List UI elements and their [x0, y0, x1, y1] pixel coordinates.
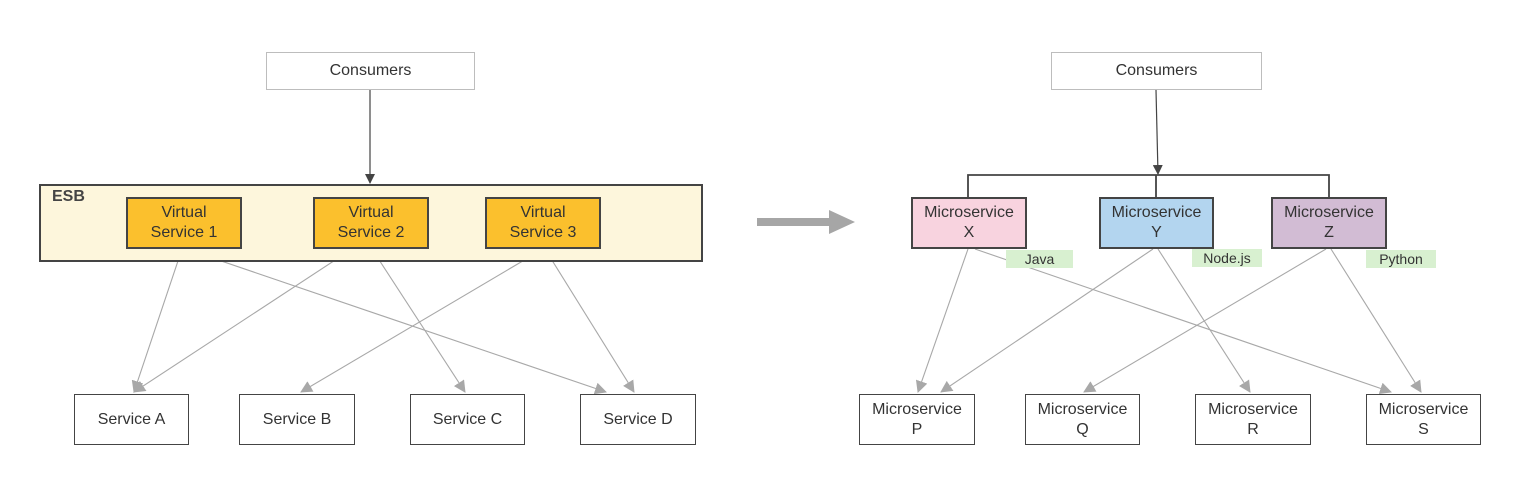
microservice-p-box: Microservice P	[859, 394, 975, 445]
service-b-label: Service B	[262, 410, 332, 428]
virtual-service-1-label: Virtual Service 1	[150, 204, 218, 241]
microservice-s-box: Microservice S	[1366, 394, 1481, 445]
service-c-label: Service C	[432, 410, 503, 428]
microservice-x-label: Microservice X	[924, 204, 1014, 241]
tag-java: Java	[1006, 250, 1073, 268]
microservice-y-label: Microservice Y	[1111, 204, 1202, 241]
z-to-s-arrow	[1330, 248, 1422, 393]
service-d-box: Service D	[580, 394, 696, 445]
left-consumers-box: Consumers	[266, 52, 475, 90]
virtual-service-2: Virtual Service 2	[313, 197, 429, 249]
vs1-to-service-a-arrow	[131, 248, 183, 393]
vs2-to-service-a-arrow	[133, 248, 353, 393]
tag-nodejs: Node.js	[1192, 249, 1262, 267]
x-to-s-arrow	[974, 248, 1392, 395]
right-consumers-label: Consumers	[1115, 62, 1198, 79]
x-to-p-arrow	[915, 248, 969, 393]
microservice-q-box: Microservice Q	[1025, 394, 1140, 445]
microservice-r-box: Microservice R	[1195, 394, 1311, 445]
transition-arrow-icon	[757, 210, 855, 234]
esb-label: ESB	[52, 188, 85, 205]
virtual-service-3: Virtual Service 3	[485, 197, 601, 249]
tag-python: Python	[1366, 250, 1436, 268]
virtual-service-3-label: Virtual Service 3	[509, 204, 577, 241]
service-b-box: Service B	[239, 394, 355, 445]
microservice-s-label: Microservice S	[1378, 400, 1469, 438]
right-consumers-box: Consumers	[1051, 52, 1262, 90]
microservice-q-label: Microservice Q	[1037, 400, 1128, 438]
microservice-bracket	[967, 174, 1330, 197]
microservice-y-box: Microservice Y	[1099, 197, 1214, 249]
service-a-label: Service A	[97, 410, 166, 428]
right-consumers-to-bus-arrow	[1152, 89, 1163, 175]
service-c-box: Service C	[410, 394, 525, 445]
virtual-service-1: Virtual Service 1	[126, 197, 242, 249]
service-d-label: Service D	[603, 410, 673, 428]
vs1-to-service-d-arrow	[185, 248, 607, 395]
vs3-to-service-b-arrow	[300, 248, 544, 393]
virtual-service-2-label: Virtual Service 2	[337, 204, 405, 241]
z-to-q-arrow	[1083, 248, 1327, 393]
left-consumers-label: Consumers	[329, 62, 412, 79]
microservice-p-label: Microservice P	[872, 400, 962, 438]
vs2-to-service-c-arrow	[371, 248, 466, 393]
microservice-z-box: Microservice Z	[1271, 197, 1387, 249]
microservice-r-label: Microservice R	[1208, 400, 1298, 438]
microservice-x-box: Microservice X	[911, 197, 1027, 249]
vs3-to-service-d-arrow	[544, 248, 635, 393]
microservice-z-label: Microservice Z	[1284, 204, 1374, 241]
y-to-p-arrow	[940, 248, 1154, 393]
service-a-box: Service A	[74, 394, 189, 445]
